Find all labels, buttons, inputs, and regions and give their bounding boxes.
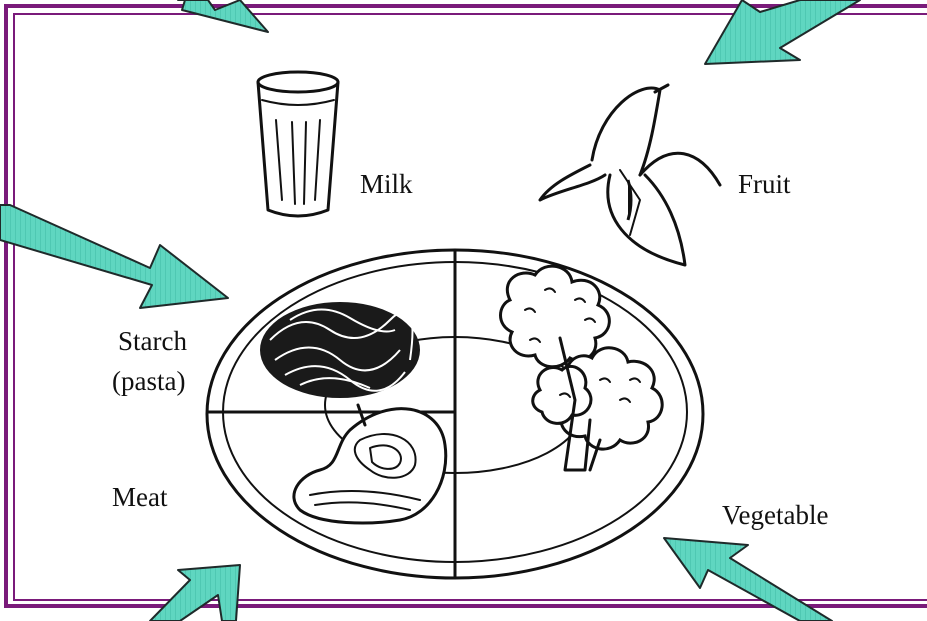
milk-label: Milk bbox=[360, 169, 413, 199]
starch-label-line2: (pasta) bbox=[112, 366, 185, 396]
starch-label-line1: Starch bbox=[118, 326, 187, 356]
banana-icon bbox=[540, 85, 720, 265]
glass-of-milk-icon bbox=[258, 72, 338, 216]
meat-label: Meat bbox=[112, 482, 168, 512]
fruit-label: Fruit bbox=[738, 169, 791, 199]
pasta-icon bbox=[260, 302, 420, 398]
vegetable-label: Vegetable bbox=[722, 500, 828, 530]
